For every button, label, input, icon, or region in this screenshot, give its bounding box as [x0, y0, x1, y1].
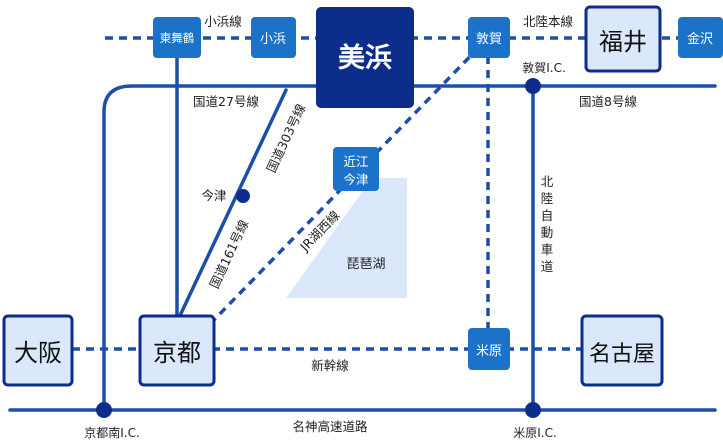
route303-label: 国道303号線: [264, 101, 309, 175]
station-fukui-label: 福井: [599, 28, 647, 56]
tsuruga-ic-dot: [525, 78, 541, 94]
station-nagoya-label: 名古屋: [589, 342, 655, 367]
station-kyoto[interactable]: 京都: [138, 314, 216, 387]
station-higashi-maizuru[interactable]: 東舞鶴: [153, 17, 201, 58]
route161-label: 国道161号線: [207, 217, 252, 291]
kyoto-minami-ic-dot: [96, 402, 112, 418]
lake-biwa: [286, 178, 407, 298]
route161-road: [175, 88, 288, 324]
route27-label: 国道27号線: [193, 94, 259, 109]
shinkansen-label: 新幹線: [311, 358, 349, 373]
route27-road: [102, 84, 332, 412]
station-omi-imazu-label-2: 今津: [343, 172, 368, 187]
station-omi-imazu-label-1: 近江: [343, 154, 368, 169]
meishin-label: 名神高速道路: [292, 419, 368, 434]
maibara-ic-label: 米原I.C.: [513, 426, 557, 440]
station-omi-imazu[interactable]: 近江 今津: [333, 147, 379, 191]
station-osaka-label: 大阪: [14, 339, 62, 367]
station-kanazawa[interactable]: 金沢: [678, 17, 723, 58]
station-fukui[interactable]: 福井: [584, 5, 662, 73]
hokuriku-line-label: 北陸本線: [523, 14, 574, 29]
tsuruga-ic-label: 敦賀I.C.: [522, 60, 566, 75]
hokuriku-expressway-label: 北陸自動車道: [541, 174, 554, 274]
station-higashi-maizuru-label: 東舞鶴: [160, 31, 195, 45]
station-maibara-label: 米原: [476, 344, 502, 359]
route8-label: 国道8号線: [579, 94, 637, 109]
station-mihama-label: 美浜: [338, 42, 392, 74]
station-tsuruga-label: 敦賀: [476, 31, 502, 47]
station-nagoya[interactable]: 名古屋: [580, 314, 664, 387]
station-mihama[interactable]: 美浜: [316, 7, 414, 108]
obama-line-label: 小浜線: [204, 14, 242, 29]
imazu-dot: [236, 189, 250, 203]
maibara-ic-dot: [525, 402, 541, 418]
kyoto-minami-ic-label: 京都南I.C.: [84, 425, 140, 440]
station-tsuruga[interactable]: 敦賀: [468, 17, 510, 58]
station-maibara[interactable]: 米原: [468, 328, 510, 370]
imazu-label: 今津: [201, 188, 226, 203]
station-osaka[interactable]: 大阪: [2, 314, 74, 387]
station-obama-label: 小浜: [260, 32, 286, 47]
lake-biwa-label: 琵琶湖: [346, 257, 385, 272]
station-obama[interactable]: 小浜: [251, 17, 296, 58]
station-kanazawa-label: 金沢: [687, 31, 713, 47]
station-kyoto-label: 京都: [153, 339, 201, 367]
